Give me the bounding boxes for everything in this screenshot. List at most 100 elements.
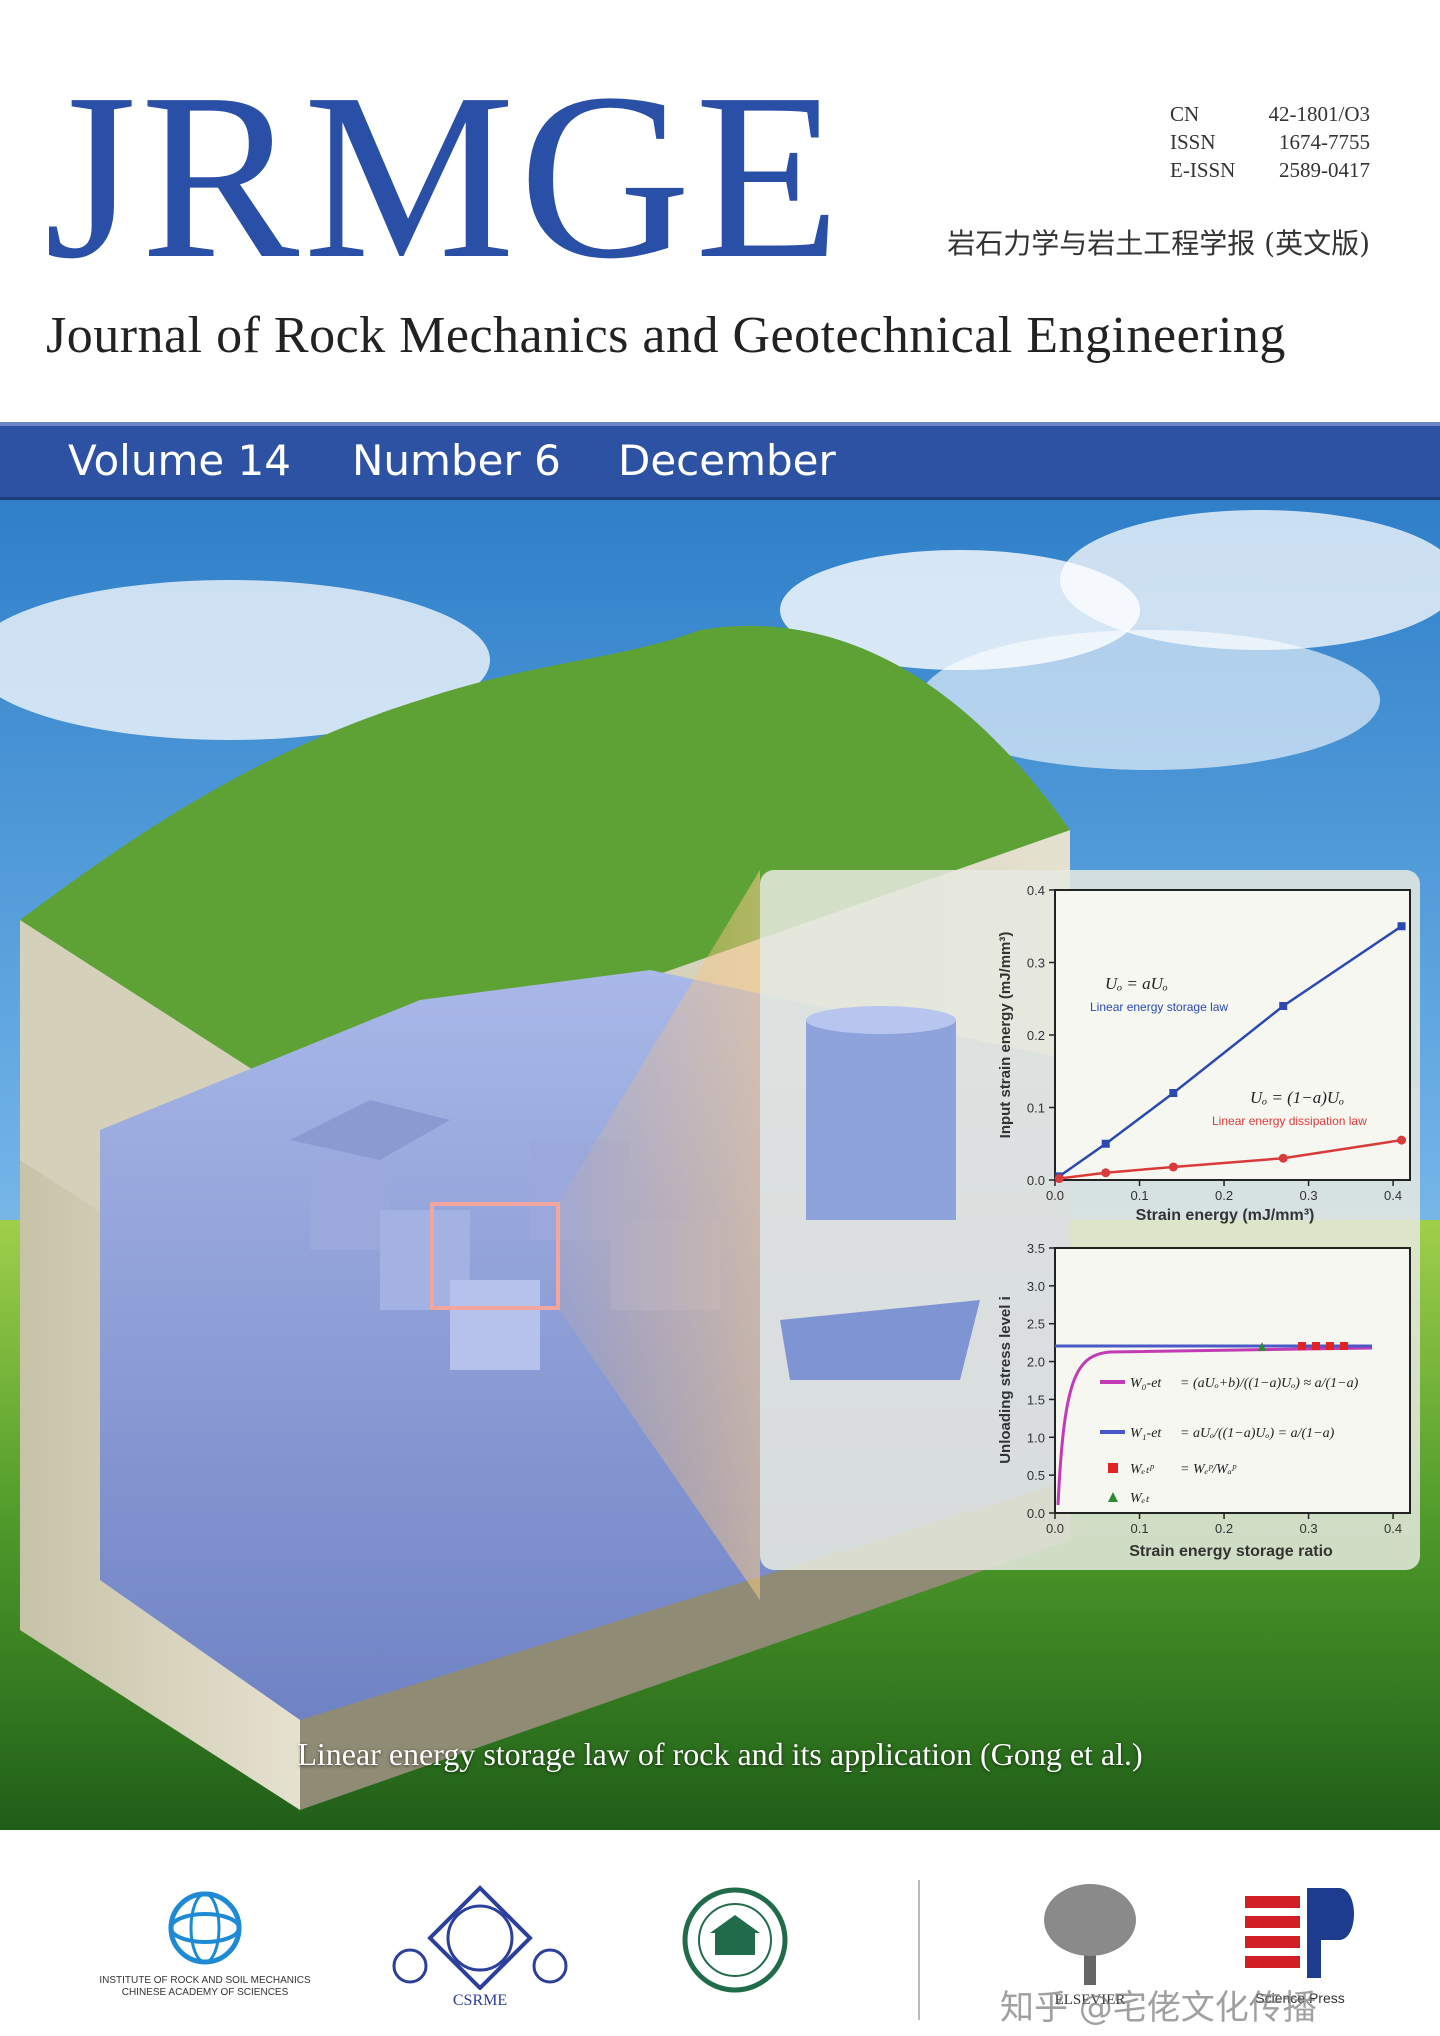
bottom-chart-xlabel: Strain energy storage ratio: [1129, 1543, 1333, 1560]
specimen-top: [806, 1006, 956, 1034]
rock-pillar: [450, 1280, 540, 1370]
bottom-chart-ytick-label: 1.5: [1027, 1392, 1045, 1407]
top-chart-xtick-label: 0.1: [1130, 1188, 1148, 1203]
pillar-top: [290, 1100, 450, 1160]
top-chart-ylabel: Input strain energy (mJ/mm³): [997, 932, 1014, 1139]
top-chart-ytick-label: 0.2: [1027, 1028, 1045, 1043]
top-chart-point: [1278, 1153, 1288, 1163]
specimen-fragments: [780, 1300, 980, 1380]
org-csrme-label: CSRME: [452, 1992, 508, 2009]
cloud-shape: [0, 580, 490, 740]
top-chart-ytick-label: 0.3: [1027, 956, 1045, 971]
bottom-chart-marker: [1326, 1342, 1334, 1350]
bottom-chart-curve-w0: [1056, 1346, 1373, 1506]
bottom-chart-xtick-label: 0.0: [1046, 1521, 1064, 1536]
science-press-logo-icon: [1245, 1888, 1354, 1978]
formula-w1: = aUₒ/((1−a)Uₒ) = a/(1−a): [1180, 1426, 1335, 1441]
top-chart-point: [1168, 1162, 1178, 1172]
publisher-science-press: Science Press: [1235, 1878, 1365, 2018]
bottom-chart-marker: [1312, 1342, 1320, 1350]
legend-swatch-we: [1108, 1492, 1118, 1502]
top-chart-law2: Linear energy dissipation law: [1212, 1114, 1367, 1128]
top-chart-ytick-label: 0.0: [1027, 1173, 1045, 1188]
issue-volume: Volume 14: [68, 436, 292, 485]
org-irsm-line1: INSTITUTE OF ROCK AND SOIL MECHANICS: [99, 1975, 311, 1986]
bottom-chart-ylabel: Unloading stress level i: [997, 1296, 1014, 1464]
journal-logo: JRMGE: [44, 45, 845, 308]
globe-icon: [168, 1891, 242, 1965]
rock-pillar: [310, 1160, 390, 1250]
bottom-chart-ytick-label: 2.5: [1027, 1317, 1045, 1332]
rock-specimen: [806, 1020, 956, 1220]
org-irsm-line2: CHINESE ACADEMY OF SCIENCES: [121, 1987, 289, 1998]
cloud-shape: [1060, 510, 1440, 650]
top-chart-point: [1054, 1174, 1064, 1184]
bottom-chart-ytick-label: 0.0: [1027, 1506, 1045, 1521]
bottom-chart-ytick-label: 2.0: [1027, 1355, 1045, 1370]
top-chart-law1: Linear energy storage law: [1090, 1000, 1228, 1014]
top-chart-point: [1101, 1168, 1111, 1178]
publisher-elsevier: ELSEVIER: [1030, 1880, 1150, 2020]
bottom-chart-ytick-label: 1.0: [1027, 1430, 1045, 1445]
top-chart-frame: [1054, 889, 1411, 1181]
bottom-chart-ytick-label: 3.0: [1027, 1279, 1045, 1294]
cloud-shape: [920, 630, 1380, 770]
top-chart-xlabel: Strain energy (mJ/mm³): [1136, 1207, 1315, 1224]
top-chart-xtick-label: 0.2: [1215, 1188, 1233, 1203]
footer-divider: [918, 1880, 920, 2020]
top-chart-xtick-label: 0.4: [1384, 1188, 1402, 1203]
top-chart-point: [1279, 1002, 1288, 1010]
org-wuhan-university: [680, 1885, 790, 1995]
top-chart-ytick-label: 0.1: [1027, 1101, 1045, 1116]
legend-label-w0: W₀-et: [1130, 1376, 1162, 1391]
journal-title: Journal of Rock Mechanics and Geotechnic…: [46, 307, 1286, 364]
elsevier-label: ELSEVIER: [1054, 1992, 1126, 2008]
issue-number: Number 6: [352, 436, 561, 485]
issue-month: December: [618, 436, 836, 485]
bottom-chart-xtick-label: 0.3: [1300, 1521, 1318, 1536]
top-chart-point: [1169, 1089, 1178, 1097]
zoom-beam: [558, 870, 760, 1600]
issue-bar: Volume 14 Number 6 December: [0, 422, 1440, 500]
top-chart-eq2: Uₒ = (1−a)Uₒ: [1250, 1088, 1344, 1107]
org-irsm: INSTITUTE OF ROCK AND SOIL MECHANICS CHI…: [90, 1890, 320, 1999]
bottom-chart-xtick-label: 0.4: [1384, 1521, 1402, 1536]
elsevier-tree-icon: [1044, 1884, 1136, 1985]
bottom-chart-marker: [1298, 1342, 1306, 1350]
legend-swatch-wp: [1108, 1463, 1118, 1473]
cover-caption: Linear energy storage law of rock and it…: [297, 1736, 1143, 1772]
legend-label-wp: Wₑₜᵖ: [1130, 1462, 1154, 1477]
formula-w0: = (aUₒ+b)/((1−a)Uₒ) ≈ a/(1−a): [1180, 1376, 1359, 1391]
bottom-chart-ytick-label: 0.5: [1027, 1468, 1045, 1483]
legend-label-we: Wₑₜ: [1130, 1491, 1150, 1506]
bottom-chart-marker: [1258, 1342, 1266, 1351]
top-chart-point: [1397, 922, 1406, 931]
top-chart-point: [1397, 1135, 1407, 1145]
top-chart-point: [1101, 1139, 1110, 1148]
top-chart-xtick-label: 0.3: [1300, 1188, 1318, 1203]
watermark-text: 知乎 @宅佬文化传播: [1000, 1988, 1317, 2028]
csrme-emblem-icon: [392, 1885, 568, 1991]
science-press-label: Science Press: [1255, 1990, 1345, 2006]
block-grass-top: [20, 625, 1070, 1100]
bottom-chart-xtick-label: 0.1: [1130, 1521, 1148, 1536]
top-chart-ytick-label: 0.4: [1027, 883, 1045, 898]
legend-label-w1: W₁-et: [1130, 1426, 1162, 1441]
chinese-title: 岩石力学与岩土工程学报 (英文版): [947, 227, 1370, 260]
bottom-chart-marker: [1340, 1342, 1348, 1350]
bottom-chart-xtick-label: 0.2: [1215, 1521, 1233, 1536]
top-chart-xtick-label: 0.0: [1046, 1188, 1064, 1203]
formula-wp: = Wₑᵖ/Wₐᵖ: [1180, 1462, 1237, 1477]
top-chart-eq1: Uₒ = aUₒ: [1105, 974, 1168, 993]
university-seal-icon: [682, 1887, 788, 1993]
org-csrme: CSRME: [390, 1880, 570, 2020]
